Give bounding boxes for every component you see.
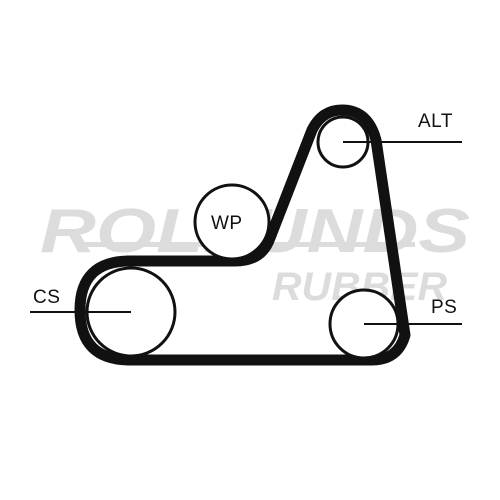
pulley-wp-circle (193, 183, 271, 261)
label-ps: PS (431, 297, 457, 318)
serpentine-belt (74, 104, 411, 366)
label-wp: WP (211, 213, 243, 234)
pulley-wp (193, 183, 271, 261)
label-alt: ALT (418, 111, 453, 132)
label-cs: CS (33, 287, 60, 308)
